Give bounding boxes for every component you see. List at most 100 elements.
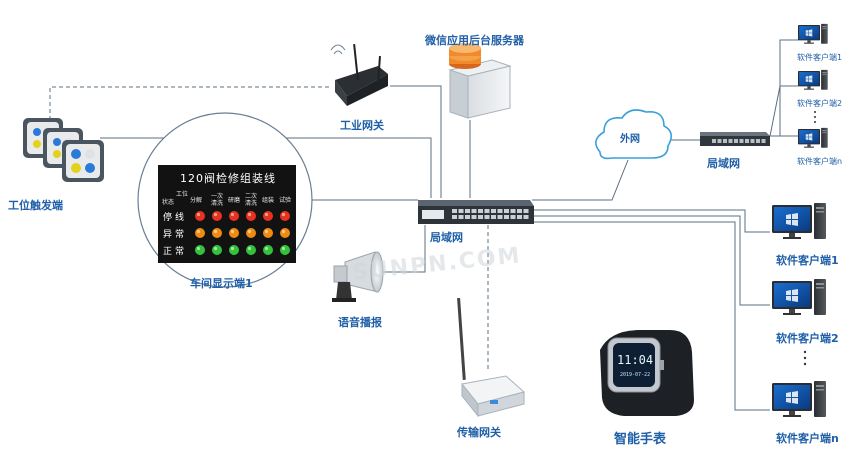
switch-port [497,209,503,213]
label-client-small-2: 软件客户端2 [797,99,843,108]
led-indicator [246,245,256,255]
label-station-trigger: 工位触发端 [8,199,63,212]
computer-icon [772,203,826,239]
led-highlight [247,246,252,251]
computer-icon [798,69,828,90]
board-row-stop: 停线 [163,213,188,223]
led-indicator [280,211,290,221]
led-indicator [195,211,205,221]
switch-port [739,139,744,143]
board-header-col3: 研磨 [228,197,241,204]
switch-port [452,215,457,219]
board-row-abnormal: 异常 [163,230,188,240]
ellipsis-big [803,350,807,366]
smart-watch-icon [600,330,694,416]
board-header-left-top: 工位 [176,191,189,198]
switch-port [478,215,483,219]
led-indicator [263,228,273,238]
wechat-server-icon [448,43,512,119]
switch-port [452,209,457,213]
led-highlight [230,229,235,234]
switch-port [465,209,470,213]
switch-port [717,139,722,143]
industrial-gateway-icon [330,43,388,106]
label-client-small-1: 软件客户端1 [797,53,843,62]
switch-port [728,139,733,143]
led-indicator [280,245,290,255]
switch-ports [422,209,529,219]
right-lan-switch-icon [700,132,770,146]
link-switch-cloud [532,159,629,201]
led-indicator [195,245,205,255]
switch-port [471,209,477,213]
board-row-normal: 正常 [163,247,188,257]
label-client-big-1: 软件客户端1 [776,254,839,267]
station-trigger-device [23,118,104,182]
led-highlight [213,212,218,217]
label-industrial-gateway: 工业网关 [340,119,384,132]
label-wechat-server: 微信应用后台服务器 [425,34,524,47]
computer-icon [772,279,826,315]
led-indicator [212,245,222,255]
board-title: 120阀检修组装线 [180,172,276,185]
label-voice-broadcast: 语音播报 [338,316,382,329]
switch-brand-plate [422,210,444,219]
led-highlight [281,229,286,234]
switch-port [510,215,516,219]
link-switch-client-big-1 [532,209,770,233]
led-indicator [280,228,290,238]
label-lan-center: 局域网 [430,231,463,244]
switch-port [458,215,464,219]
switch-port [712,139,716,143]
switch-port [517,215,522,219]
client-small-computers [798,23,828,148]
board-header-col1: 分解 [190,197,203,204]
workshop-display-board [137,112,313,288]
board-header-col4-l2: 清洗 [245,200,258,207]
switch-port [471,215,477,219]
led-highlight [196,229,201,234]
label-client-small-n: 软件客户端n [797,157,843,166]
led-highlight [213,246,218,251]
link-switch-client-big-2 [532,215,770,306]
wan-cloud-icon [595,109,672,160]
led-highlight [196,212,201,217]
dashed-link-trigger-gateway [49,86,330,120]
display-led-matrix [195,211,290,255]
link-lan-client-small-1 [770,39,798,137]
switch-port [761,139,766,143]
watch-time: 11:04 [617,353,654,367]
switch-port [497,215,503,219]
switch-port [484,215,490,219]
switch-port [478,209,483,213]
link-speaker-switch [380,225,426,273]
switch-port [491,215,496,219]
led-indicator [212,228,222,238]
led-indicator [212,211,222,221]
led-highlight [247,229,252,234]
speaker-icon [332,251,384,302]
switch-port [723,139,727,143]
label-workshop-display: 车间显示端1 [190,277,253,290]
label-wan-cloud: 外网 [620,134,640,145]
watch-date: 2019-07-22 [620,372,651,378]
led-highlight [247,212,252,217]
ellipsis-small [814,111,816,123]
center-switch-icon [418,200,534,224]
led-indicator [246,211,256,221]
led-highlight [264,246,269,251]
led-highlight [264,229,269,234]
board-header-col4-l1: 二次 [245,193,258,200]
label-client-big-n: 软件客户端n [776,432,839,445]
board-header-col5: 组装 [262,197,275,204]
switch-port [517,209,522,213]
computer-icon [798,127,828,148]
board-header-col6: 试验 [279,197,292,204]
label-smart-watch: 智能手表 [614,432,667,447]
switch-port [484,209,490,213]
transmission-gateway-icon [457,297,526,418]
led-indicator [229,211,239,221]
switch-port [745,139,749,143]
switch-port [523,209,529,213]
